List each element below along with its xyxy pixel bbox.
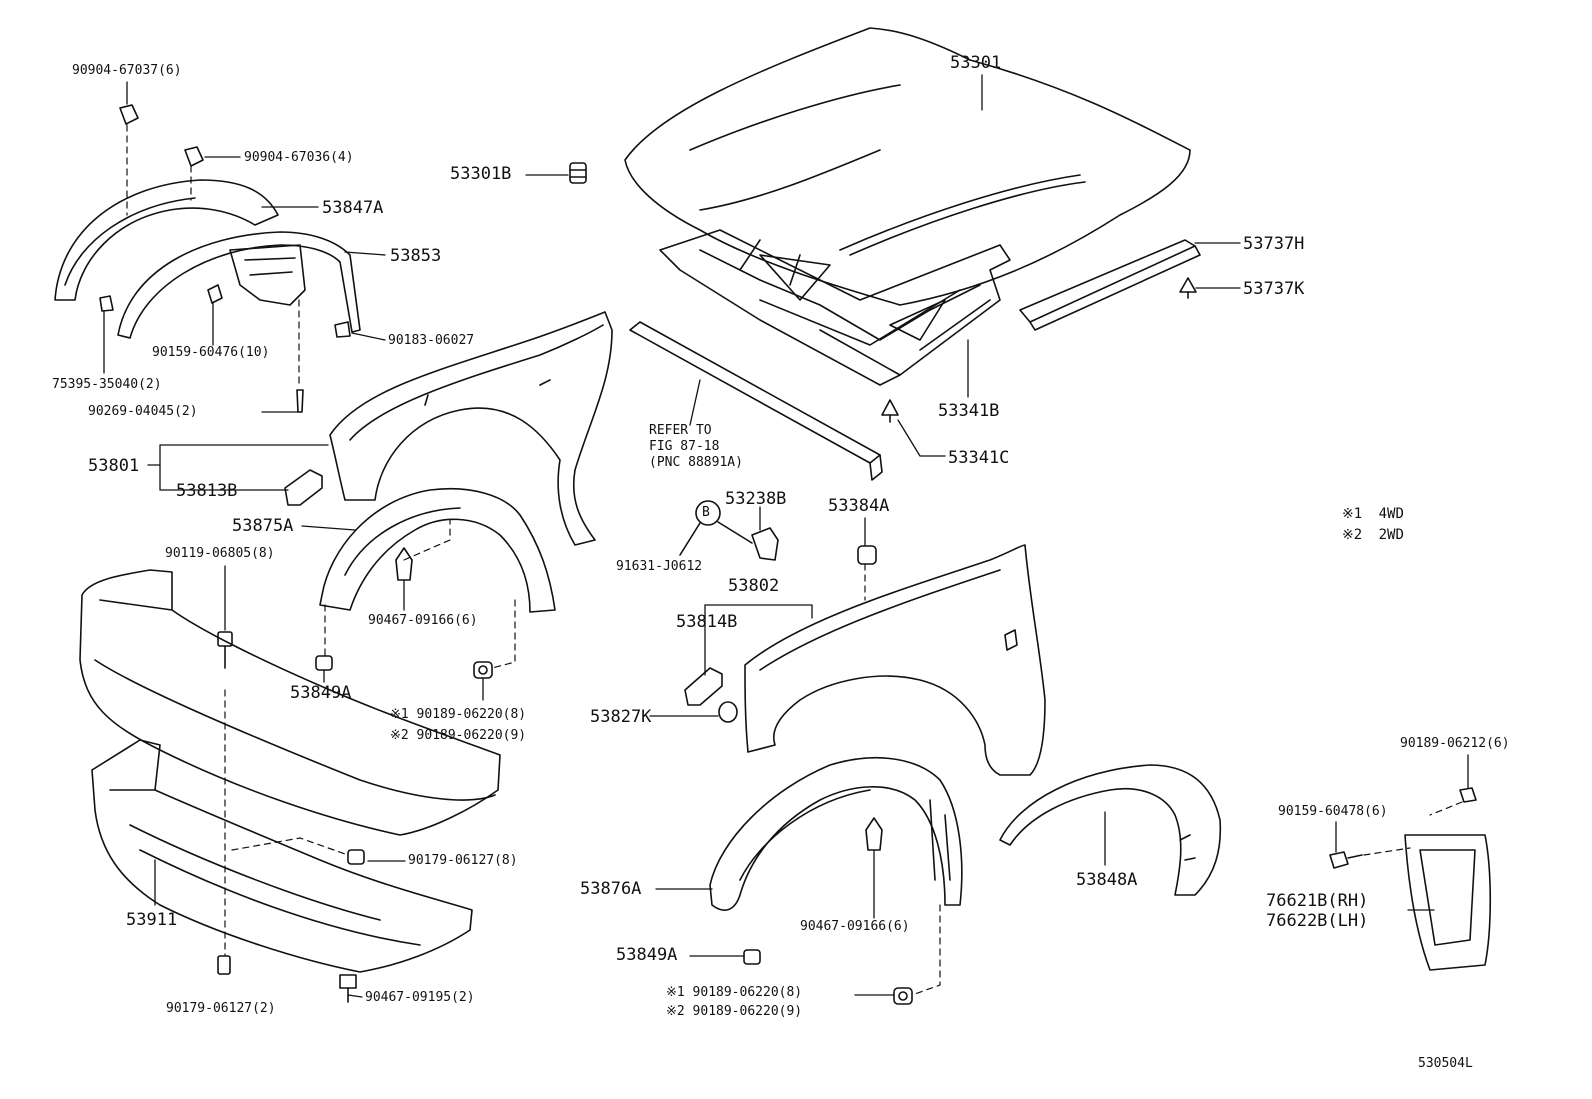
hood-seal-strip	[1019, 239, 1201, 331]
label-90183-06027: 90183-06027	[388, 333, 475, 348]
label-90467-09166-b: 90467-09166(6)	[800, 919, 910, 934]
label-90189-06220-2a: ※2 90189-06220(9)	[390, 728, 527, 743]
note-1: ※1 4WD	[1342, 506, 1404, 522]
label-90467-09195: 90467-09195(2)	[365, 990, 475, 1005]
note-1-text: 4WD	[1378, 506, 1404, 522]
fender-liner-front-right	[709, 756, 963, 911]
nut-90189-b	[893, 987, 913, 1005]
label-90189-06220-1a: ※1 90189-06220(8)	[390, 707, 527, 722]
label-53341B: 53341B	[938, 401, 1000, 421]
bolt-90159-60478	[1329, 851, 1363, 869]
nut-90179-2	[217, 955, 231, 975]
label-90904-67036: 90904-67036(4)	[244, 150, 354, 165]
clip-53849A-a	[315, 655, 333, 671]
label-53341C: 53341C	[948, 448, 1010, 468]
label-53737H: 53737H	[1243, 234, 1305, 254]
mud-flap	[1404, 834, 1492, 971]
cushion-53384A	[857, 545, 877, 565]
reference-line-1: REFER TO	[649, 423, 712, 438]
label-90159-60476: 90159-60476(10)	[152, 345, 270, 360]
label-90159-60478: 90159-60478(6)	[1278, 804, 1388, 819]
label-53238B: 53238B	[725, 489, 787, 509]
fender-liner-front-left	[319, 487, 556, 613]
label-90179-06127-2: 90179-06127(2)	[166, 1001, 276, 1016]
hood-panel	[624, 27, 1191, 306]
note-2-text: 2WD	[1378, 527, 1404, 543]
label-53853: 53853	[390, 246, 442, 266]
label-91631-J0612: 91631-J0612	[616, 559, 703, 574]
label-90269-04045: 90269-04045(2)	[88, 404, 198, 419]
label-53849A-b: 53849A	[616, 945, 678, 965]
label-90189-06220-1b: ※1 90189-06220(8)	[666, 985, 803, 1000]
label-53876A: 53876A	[580, 879, 642, 899]
label-76621B: 76621B(RH)	[1266, 891, 1369, 911]
label-90189-06212: 90189-06212(6)	[1400, 736, 1510, 751]
label-90179-06127-8: 90179-06127(8)	[408, 853, 518, 868]
label-53848A: 53848A	[1076, 870, 1138, 890]
label-90189-06220-2b: ※2 90189-06220(9)	[666, 1004, 803, 1019]
label-53801: 53801	[88, 456, 140, 476]
label-53301B: 53301B	[450, 164, 512, 184]
fender-flare-arch	[117, 231, 361, 339]
label-53737K: 53737K	[1243, 279, 1305, 299]
fender-bracket-left	[284, 469, 323, 506]
note-2: ※2 2WD	[1342, 527, 1404, 543]
fender-bracket-right	[684, 667, 723, 706]
bolt-90119	[217, 631, 233, 669]
bumper-reinforcement	[91, 739, 473, 973]
label-53802: 53802	[728, 576, 780, 596]
figure-code: 530504L	[1418, 1056, 1473, 1071]
reference-line-2: FIG 87-18	[649, 439, 720, 454]
label-53301: 53301	[950, 53, 1002, 73]
front-fender-right	[744, 544, 1046, 776]
frame-clip	[881, 399, 899, 423]
fender-flare-rear	[999, 764, 1222, 896]
cowl-rail	[629, 321, 883, 481]
bolt-90467-09195	[339, 974, 357, 1003]
label-75395-35040: 75395-35040(2)	[52, 377, 162, 392]
mudguard-splash-upper	[229, 244, 306, 306]
hood-stop-cushion	[569, 162, 587, 184]
leader-lines	[103, 74, 1469, 998]
seal-clip	[1179, 277, 1197, 299]
label-53875A: 53875A	[232, 516, 294, 536]
callout-b-circle	[679, 500, 753, 556]
label-53849A-a: 53849A	[290, 683, 352, 703]
nut-90189-a	[473, 661, 493, 679]
dashed-alignment-lines	[126, 124, 1463, 996]
nut-90179-8	[347, 849, 365, 865]
label-90119-06805: 90119-06805(8)	[165, 546, 275, 561]
push-rivet-a	[395, 547, 413, 581]
clip-53849A-b	[743, 949, 761, 965]
label-53911: 53911	[126, 910, 178, 930]
note-2-mark: ※2	[1342, 527, 1363, 543]
clips-upper-left	[99, 104, 351, 413]
hood-inner-frame	[659, 229, 1011, 386]
reference-line-3: (PNC 88891A)	[649, 455, 743, 470]
label-53814B: 53814B	[676, 612, 738, 632]
label-53847A: 53847A	[322, 198, 384, 218]
bracket-53238B	[751, 527, 779, 561]
label-53827K: 53827K	[590, 707, 652, 727]
label-76622B: 76622B(LH)	[1266, 911, 1369, 931]
nut-90189-06212	[1459, 787, 1477, 803]
push-rivet-b	[865, 817, 883, 851]
label-90467-09166-a: 90467-09166(6)	[368, 613, 478, 628]
fender-flare-front	[54, 179, 279, 301]
label-90904-67037: 90904-67037(6)	[72, 63, 182, 78]
callout-letter-b: B	[702, 505, 710, 520]
note-1-mark: ※1	[1342, 506, 1363, 522]
cap-53827K	[718, 701, 738, 723]
label-53384A: 53384A	[828, 496, 890, 516]
label-53813B: 53813B	[176, 481, 238, 501]
front-fender-upper	[329, 311, 613, 546]
